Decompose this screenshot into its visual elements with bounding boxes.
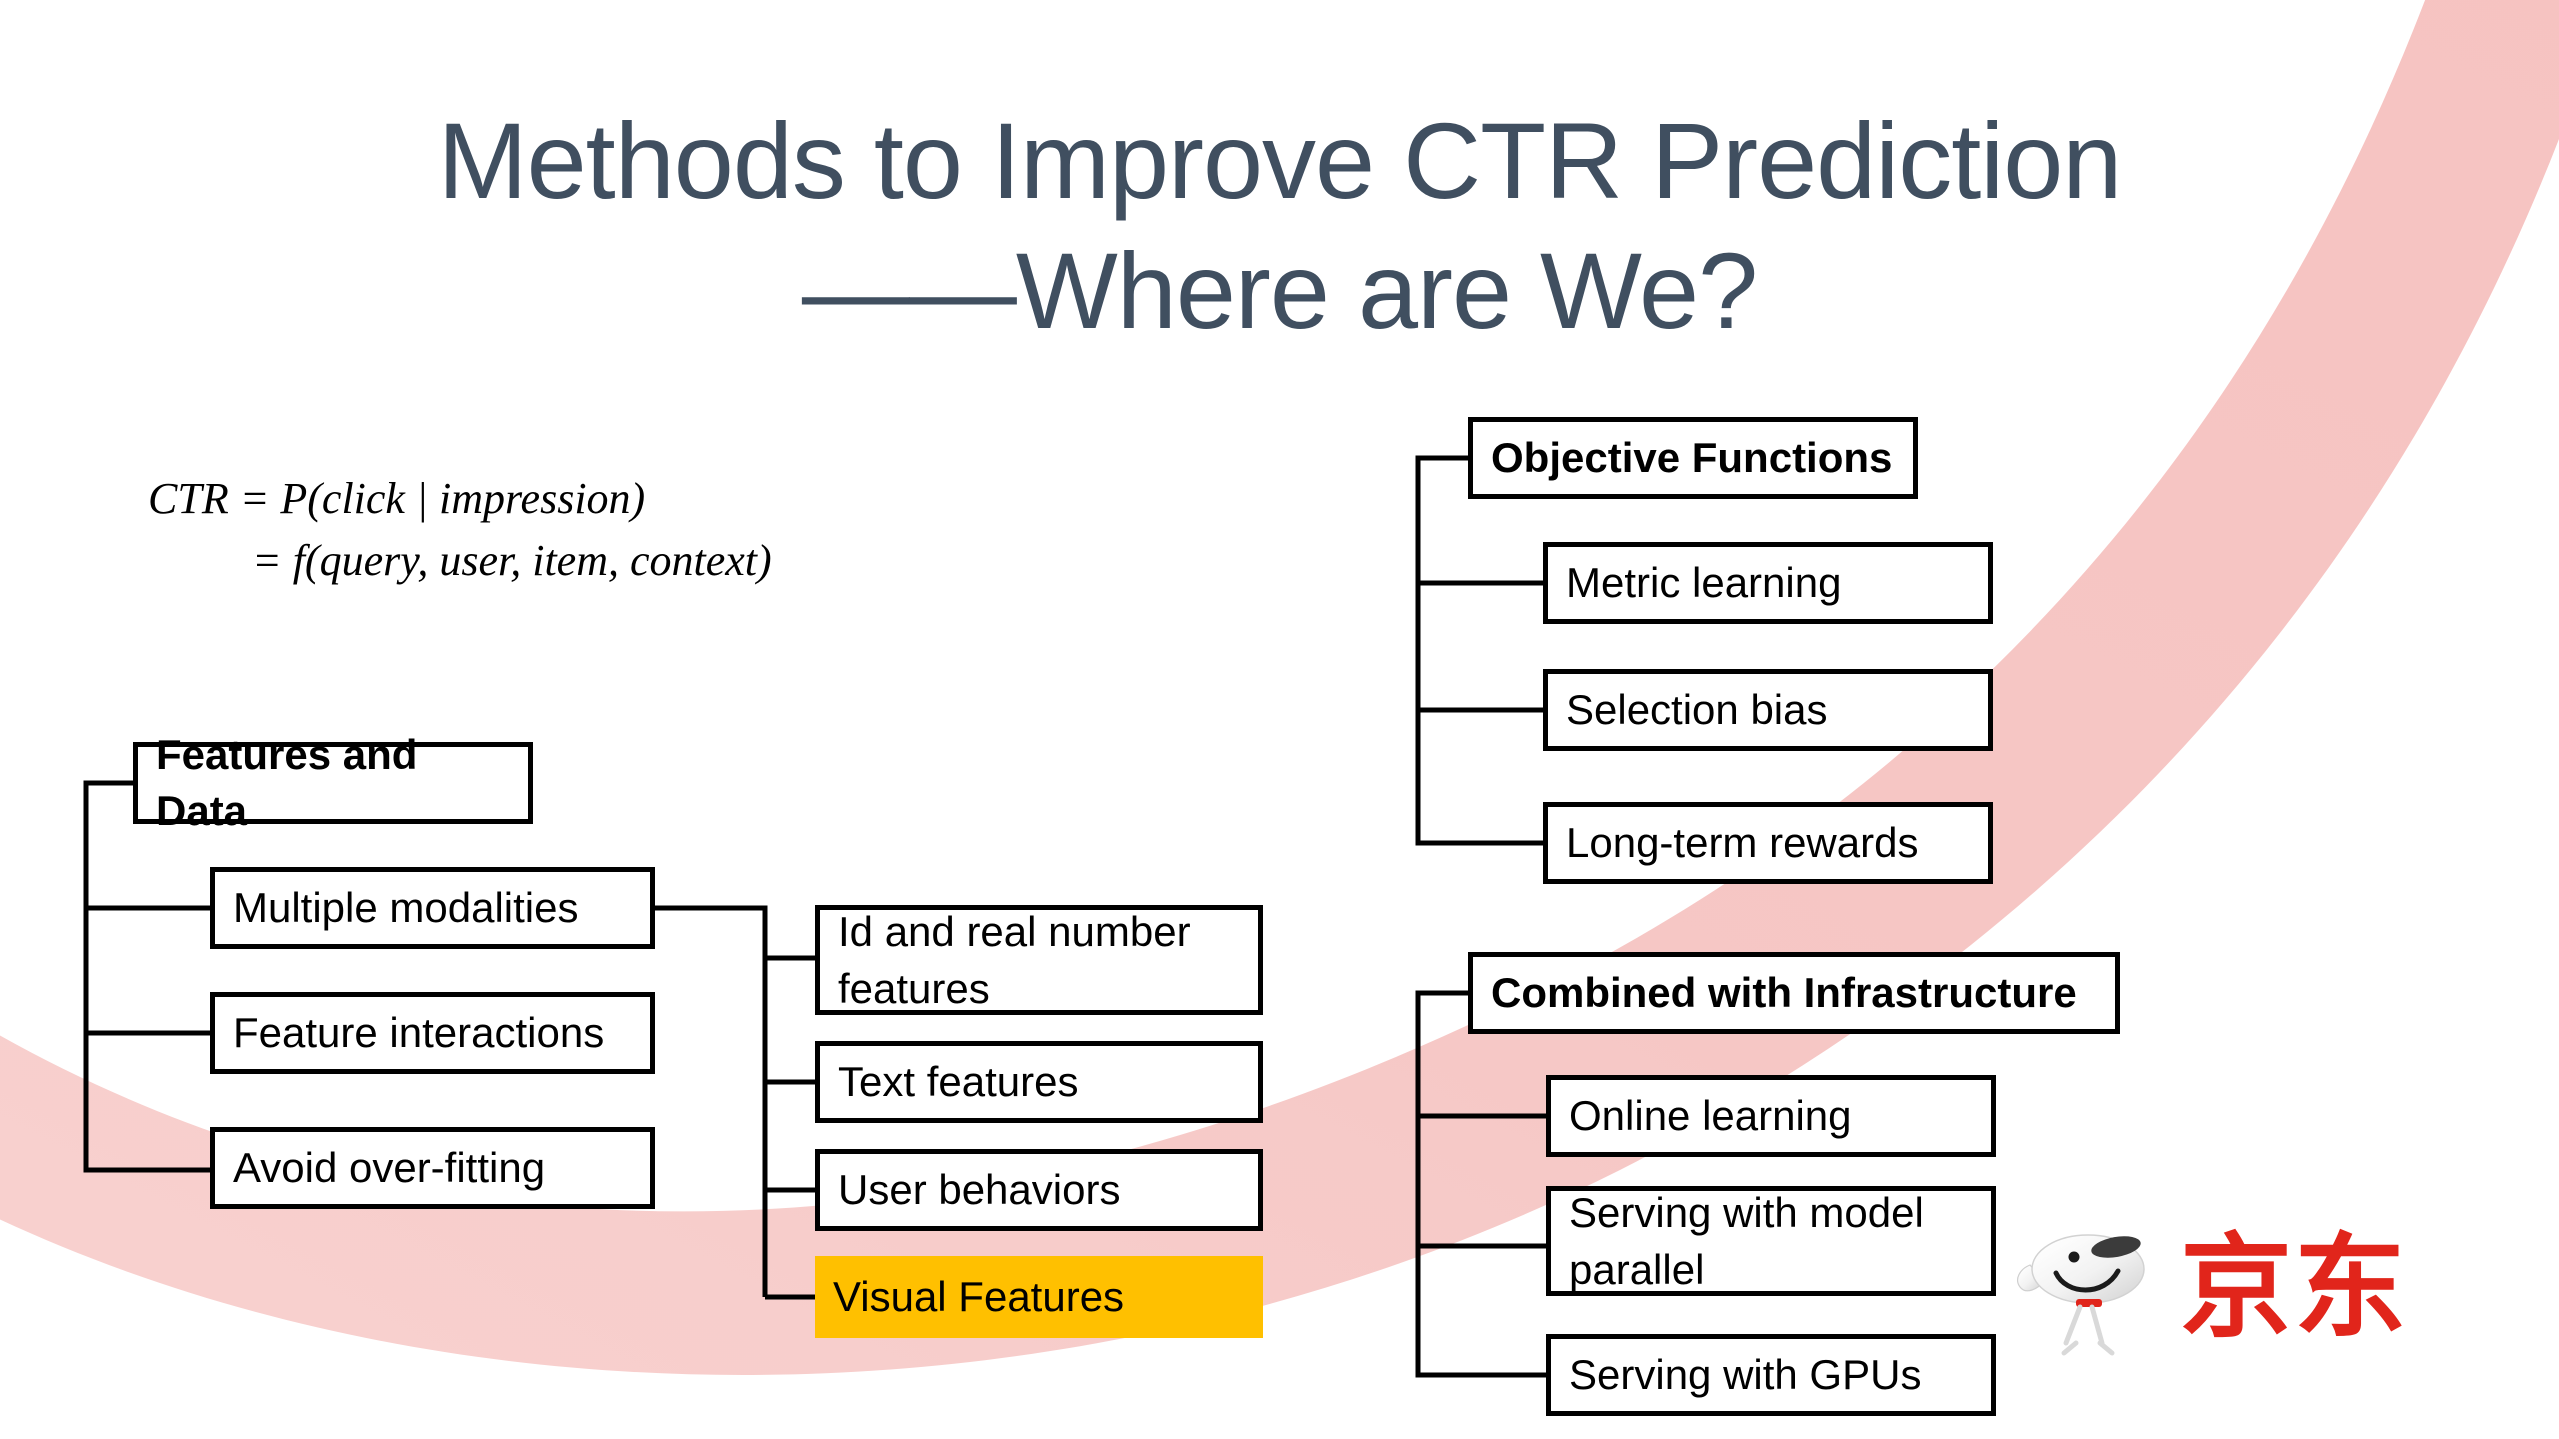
node-metric-learning[interactable]: Metric learning (1543, 542, 1993, 624)
node-label: Text features (838, 1058, 1079, 1105)
node-label: Avoid over-fitting (233, 1144, 546, 1191)
node-long-term-rewards[interactable]: Long-term rewards (1543, 802, 1993, 884)
node-visual-features[interactable]: Visual Features (815, 1256, 1263, 1338)
node-label: Visual Features (833, 1273, 1125, 1320)
node-label: User behaviors (838, 1166, 1121, 1213)
title-line-1: Methods to Improve CTR Prediction (437, 100, 2123, 221)
jd-logo: 京东 (2000, 1195, 2420, 1380)
jd-brand-text: 京东 (2180, 1222, 2408, 1353)
node-label: Objective Functions (1491, 434, 1893, 481)
node-multiple-modalities[interactable]: Multiple modalities (210, 867, 655, 949)
node-combined-with-infrastructure[interactable]: Combined with Infrastructure (1468, 952, 2120, 1034)
ctr-formula: CTR = P(click | impression) = f(query, u… (148, 468, 772, 592)
node-objective-functions[interactable]: Objective Functions (1468, 417, 1918, 499)
node-serving-with-gpus[interactable]: Serving with GPUs (1546, 1334, 1996, 1416)
node-label: Serving with model parallel (1569, 1189, 1924, 1293)
node-text-features[interactable]: Text features (815, 1041, 1263, 1123)
node-label: Combined with Infrastructure (1491, 969, 2077, 1016)
node-label: Long-term rewards (1566, 819, 1919, 866)
node-avoid-over-fitting[interactable]: Avoid over-fitting (210, 1127, 655, 1209)
node-label: Features and Data (156, 731, 418, 834)
title-line-2: ——Where are We? (801, 230, 1758, 351)
node-label: Online learning (1569, 1092, 1852, 1139)
formula-line-1: CTR = P(click | impression) (148, 474, 646, 523)
node-id-and-real-number-features[interactable]: Id and real number features (815, 905, 1263, 1015)
node-feature-interactions[interactable]: Feature interactions (210, 992, 655, 1074)
node-label: Feature interactions (233, 1009, 605, 1056)
slide-title: Methods to Improve CTR Prediction ——Wher… (0, 96, 2559, 356)
node-serving-with-model-parallel[interactable]: Serving with model parallel (1546, 1186, 1996, 1296)
joy-dog-mascot-icon (2017, 1233, 2145, 1355)
formula-line-2: = f(query, user, item, context) (252, 536, 772, 585)
node-user-behaviors[interactable]: User behaviors (815, 1149, 1263, 1231)
node-label: Selection bias (1566, 686, 1828, 733)
node-online-learning[interactable]: Online learning (1546, 1075, 1996, 1157)
node-label: Id and real number features (838, 908, 1191, 1012)
node-selection-bias[interactable]: Selection bias (1543, 669, 1993, 751)
node-label: Serving with GPUs (1569, 1351, 1922, 1398)
node-features-and-data[interactable]: Features and Data (133, 731, 533, 834)
node-label: Metric learning (1566, 559, 1842, 606)
node-label: Multiple modalities (233, 884, 579, 931)
